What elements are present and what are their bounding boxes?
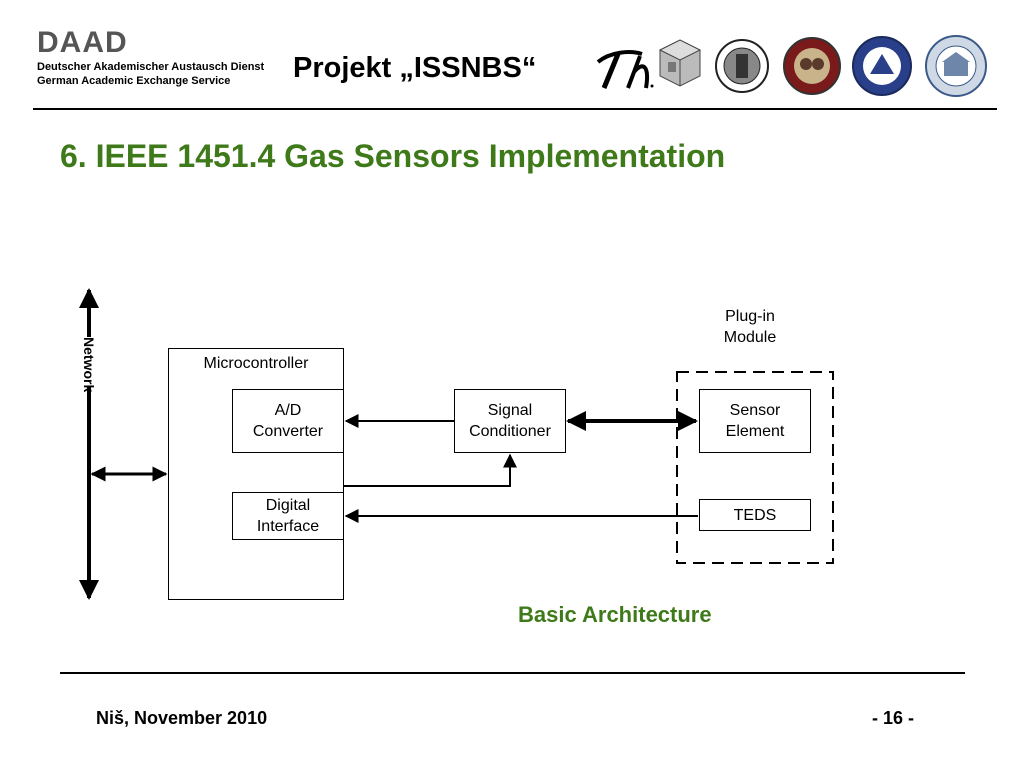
diagram-caption: Basic Architecture xyxy=(518,602,712,627)
university-seal-1 xyxy=(715,39,769,93)
ad-converter-box: A/D Converter xyxy=(232,389,344,453)
tu-logo xyxy=(596,50,654,89)
header-rule xyxy=(33,108,997,110)
partner-logos xyxy=(596,35,987,97)
footer-place-date: Niš, November 2010 xyxy=(96,708,268,728)
university-seal-4 xyxy=(925,35,987,97)
university-seal-2 xyxy=(783,37,841,95)
slide-title: 6. IEEE 1451.4 Gas Sensors Implementatio… xyxy=(60,138,726,174)
microcontroller-label: Microcontroller xyxy=(203,355,309,372)
microcontroller-box xyxy=(168,348,344,600)
university-seal-3 xyxy=(852,36,912,96)
sensor-element-box: Sensor Element xyxy=(699,389,811,453)
plugin-module-boundary xyxy=(676,371,834,564)
micro-to-conditioner-arrow xyxy=(344,453,517,487)
daad-logo: DAAD xyxy=(37,26,128,59)
signal-conditioner-box: Signal Conditioner xyxy=(454,389,566,453)
daad-org-english: German Academic Exchange Service xyxy=(37,75,231,87)
footer-rule xyxy=(60,672,965,674)
daad-org-german: Deutscher Akademischer Austausch Dienst xyxy=(37,61,265,73)
page-number: - 16 - xyxy=(872,708,915,728)
cube-logo xyxy=(658,39,702,87)
project-title: Projekt „ISSNBS“ xyxy=(293,52,537,84)
teds-box: TEDS xyxy=(699,499,811,531)
network-label: Network xyxy=(81,337,97,393)
digital-interface-box: Digital Interface xyxy=(232,492,344,540)
plugin-module-label: Plug-in Module xyxy=(723,308,777,346)
